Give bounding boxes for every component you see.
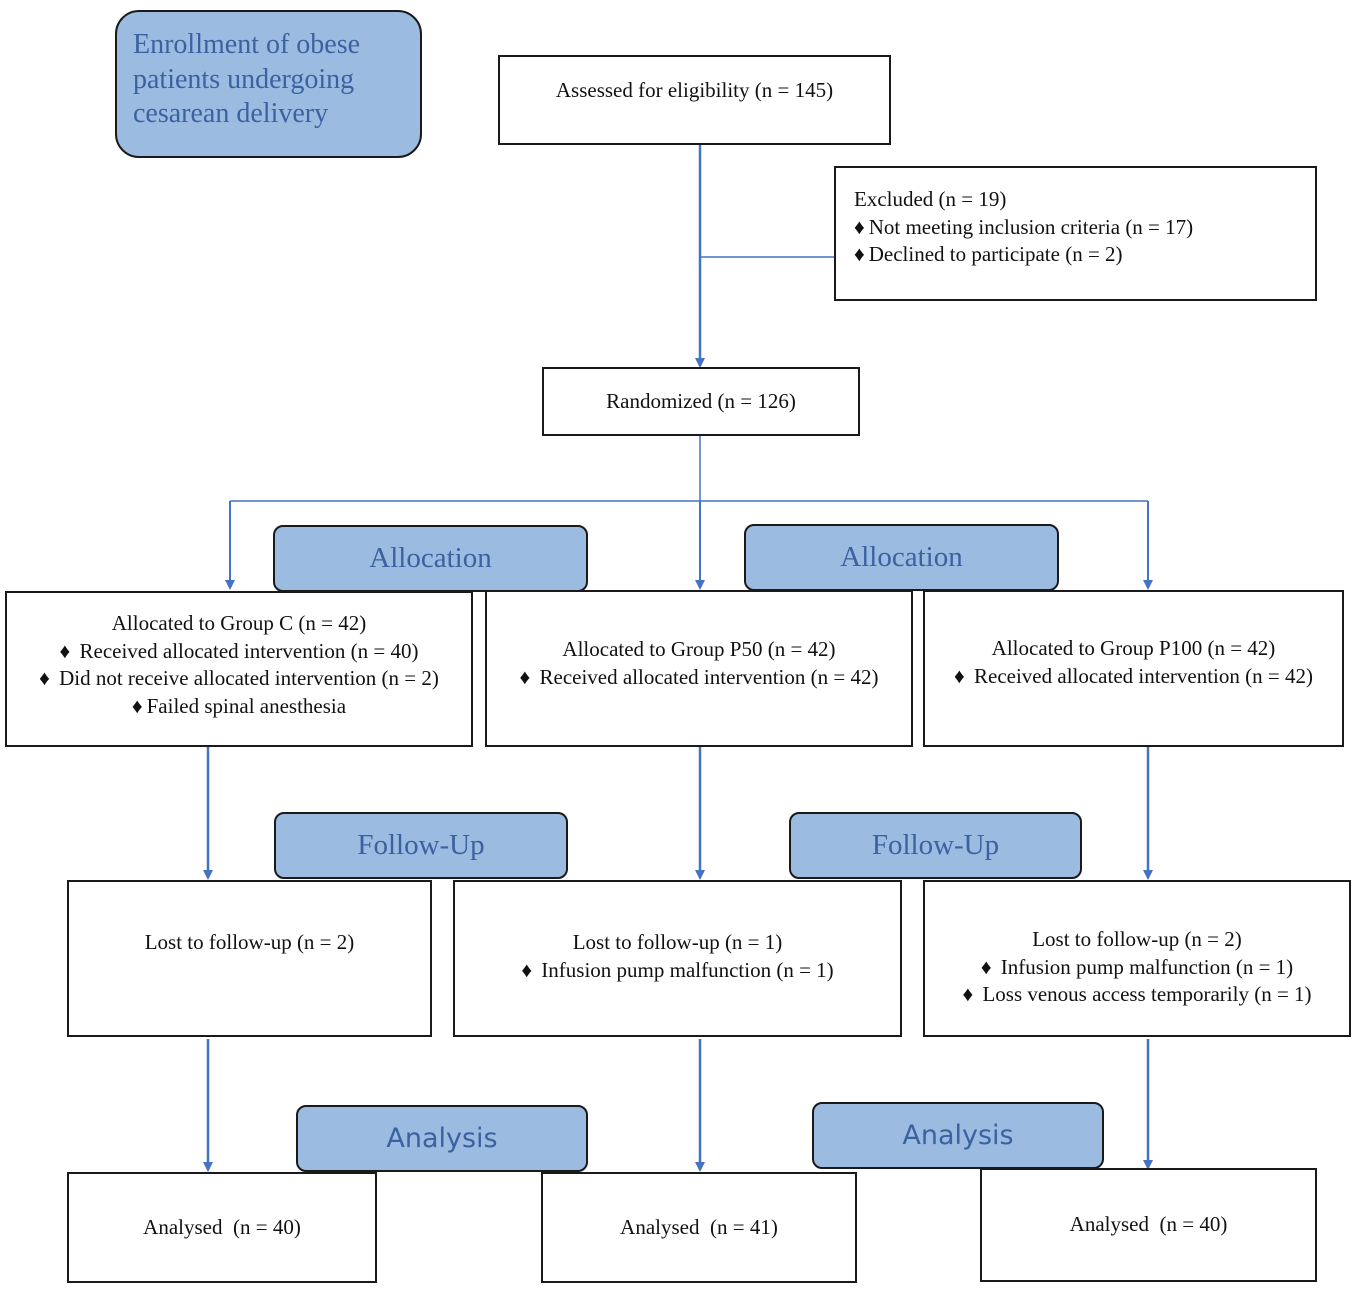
analysis-label-text: Analysis	[386, 1123, 498, 1154]
group-c-allocated-subitem-text: Failed spinal anesthesia	[146, 693, 347, 718]
group-p50-allocated-box: Allocated to Group P50 (n = 42) ♦ Receiv…	[485, 590, 913, 747]
enrollment-label-line: patients undergoing	[133, 63, 355, 95]
allocation-label-text: Allocation	[840, 541, 963, 573]
follow-up-label-text: Follow-Up	[871, 829, 1000, 861]
diamond-bullet-icon: ♦	[980, 954, 992, 979]
group-c-allocated-item-text: Received allocated intervention (n = 40)	[79, 638, 419, 663]
group-p100-analysed-box: Analysed (n = 40)	[980, 1168, 1317, 1282]
follow-up-label: Follow-Up	[274, 812, 568, 879]
diamond-bullet-icon: ♦	[519, 664, 531, 689]
diamond-bullet-icon: ♦	[131, 693, 143, 718]
randomized-box: Randomized (n = 126)	[542, 367, 860, 436]
group-p100-lost-box: Lost to follow-up (n = 2) ♦ Infusion pum…	[923, 880, 1351, 1037]
group-c-lost-box: Lost to follow-up (n = 2)	[67, 880, 432, 1037]
enrollment-label-line: Enrollment of obese	[133, 29, 361, 60]
group-c-allocated-subitem: ♦Failed spinal anesthesia	[132, 693, 346, 721]
group-p50-lost-item-text: Infusion pump malfunction (n = 1)	[541, 957, 834, 982]
group-p50-allocated-item: ♦ Received allocated intervention (n = 4…	[520, 664, 879, 692]
group-p100-lost-title: Lost to follow-up (n = 2)	[1032, 927, 1242, 951]
group-c-analysed-box: Analysed (n = 40)	[67, 1172, 377, 1283]
group-p100-allocated-box: Allocated to Group P100 (n = 42) ♦ Recei…	[923, 590, 1344, 747]
allocation-label-text: Allocation	[369, 542, 492, 574]
diamond-bullet-icon: ♦	[39, 666, 50, 690]
group-p100-lost-item: ♦ Loss venous access temporarily (n = 1)	[962, 981, 1311, 1009]
allocation-label: Allocation	[744, 524, 1059, 591]
group-p100-allocated-item: ♦ Received allocated intervention (n = 4…	[954, 663, 1314, 691]
analysis-label: Analysis	[812, 1102, 1104, 1169]
group-p100-lost-item-text: Loss venous access temporarily (n = 1)	[982, 982, 1312, 1006]
group-p50-lost-title: Lost to follow-up (n = 1)	[572, 930, 783, 954]
follow-up-label: Follow-Up	[789, 812, 1082, 879]
group-p100-allocated-item-text: Received allocated intervention (n = 42)	[974, 663, 1313, 688]
group-p50-allocated-item-text: Received allocated intervention (n = 42)	[539, 664, 879, 689]
group-p100-allocated-title: Allocated to Group P100 (n = 42)	[991, 636, 1276, 660]
eligibility-box: Assessed for eligibility (n = 145)	[498, 55, 891, 145]
enrollment-label-line: cesarean delivery	[133, 98, 329, 129]
excluded-item-text: Declined to participate (n = 2)	[868, 242, 1123, 266]
group-c-lost-text: Lost to follow-up (n = 2)	[144, 930, 355, 954]
group-p50-lost-item: ♦ Infusion pump malfunction (n = 1)	[521, 957, 833, 985]
group-p50-analysed-box: Analysed (n = 41)	[541, 1172, 857, 1283]
group-p100-lost-item-text: Infusion pump malfunction (n = 1)	[1000, 954, 1294, 979]
group-c-analysed-text: Analysed (n = 40)	[143, 1214, 301, 1239]
allocation-label: Allocation	[273, 525, 588, 592]
group-p50-analysed-text: Analysed (n = 41)	[620, 1214, 778, 1239]
follow-up-label-text: Follow-Up	[357, 829, 485, 861]
excluded-item: ♦Declined to participate (n = 2)	[854, 241, 1315, 269]
group-p100-analysed-text: Analysed (n = 40)	[1069, 1212, 1228, 1237]
diamond-bullet-icon: ♦	[954, 663, 965, 688]
diamond-bullet-icon: ♦	[854, 214, 865, 239]
group-c-allocated-item: ♦ Received allocated intervention (n = 4…	[60, 638, 419, 666]
group-p50-allocated-title: Allocated to Group P50 (n = 42)	[562, 637, 836, 661]
excluded-item: ♦Not meeting inclusion criteria (n = 17)	[854, 214, 1315, 242]
analysis-label: Analysis	[296, 1105, 588, 1172]
group-c-allocated-box: Allocated to Group C (n = 42) ♦ Received…	[5, 591, 473, 747]
eligibility-text: Assessed for eligibility (n = 145)	[555, 78, 834, 102]
enrollment-label: Enrollment of obese patients undergoing …	[115, 10, 422, 158]
excluded-title: Excluded (n = 19)	[854, 187, 1007, 211]
group-c-allocated-item: ♦ Did not receive allocated intervention…	[39, 665, 439, 693]
diamond-bullet-icon: ♦	[59, 638, 71, 663]
group-p50-lost-box: Lost to follow-up (n = 1) ♦ Infusion pum…	[453, 880, 902, 1037]
diamond-bullet-icon: ♦	[854, 242, 865, 266]
analysis-label-text: Analysis	[902, 1120, 1014, 1151]
group-c-allocated-title: Allocated to Group C (n = 42)	[111, 611, 367, 635]
excluded-box: Excluded (n = 19) ♦Not meeting inclusion…	[834, 166, 1317, 301]
excluded-item-text: Not meeting inclusion criteria (n = 17)	[868, 214, 1194, 239]
group-p100-lost-item: ♦ Infusion pump malfunction (n = 1)	[981, 954, 1293, 982]
diamond-bullet-icon: ♦	[521, 957, 533, 982]
randomized-text: Randomized (n = 126)	[606, 388, 796, 413]
diamond-bullet-icon: ♦	[962, 982, 974, 1006]
group-c-allocated-item-text: Did not receive allocated intervention (…	[59, 666, 439, 690]
